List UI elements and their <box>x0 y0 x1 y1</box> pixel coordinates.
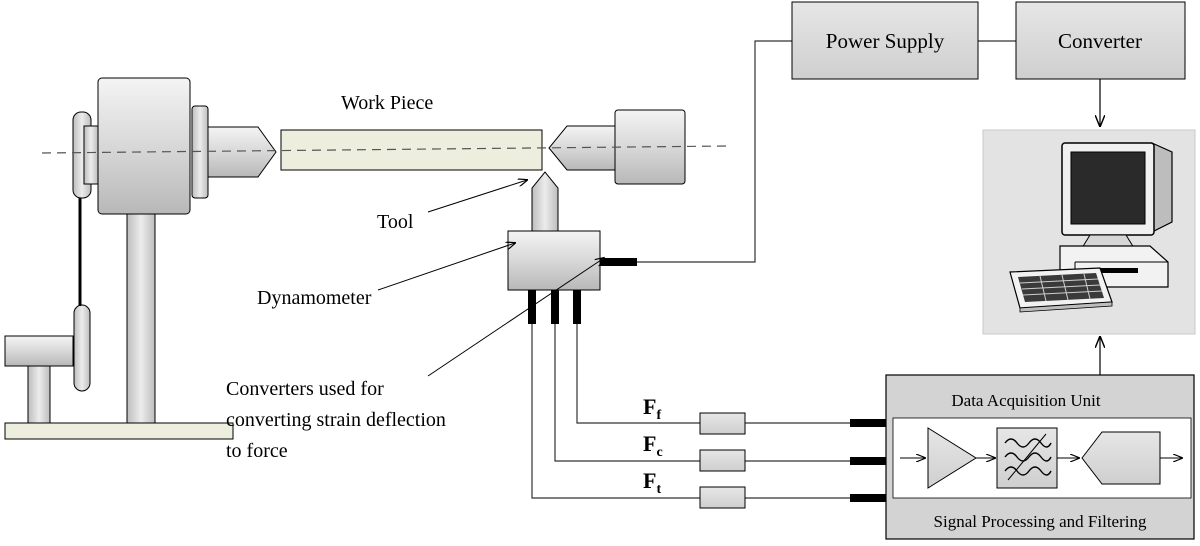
headstock-centre <box>207 126 277 178</box>
wire-power <box>637 40 792 263</box>
amp-ff <box>699 412 746 435</box>
converter-label: Converter <box>1058 29 1142 53</box>
dynamometer-pointer <box>377 243 515 291</box>
spindle-axis <box>41 145 729 154</box>
motor-stand <box>27 364 51 424</box>
tool-pointer <box>427 180 527 213</box>
converters-label-line1: Converters used for <box>226 378 384 400</box>
dyn-output-plug <box>600 258 637 266</box>
power-supply-box <box>791 1 979 80</box>
converters-pointer <box>427 258 604 377</box>
wire-fc <box>554 324 700 462</box>
computer <box>982 129 1196 335</box>
filter-icon <box>996 427 1058 489</box>
force-ff-label: Ff <box>643 394 661 423</box>
cutting-tool <box>531 171 559 233</box>
converters-label-line2: converting strain deflection <box>226 409 446 431</box>
power-supply-label: Power Supply <box>826 29 945 53</box>
daq-title: Data Acquisition Unit <box>951 391 1100 410</box>
work-piece-group: Work Piece <box>280 92 543 171</box>
motor-block <box>4 335 74 367</box>
dynamometer-label: Dynamometer <box>257 287 372 309</box>
daq-plug-ff <box>850 419 886 427</box>
amp-fc <box>699 449 746 472</box>
signal-wires <box>531 40 1016 499</box>
headstock-column <box>126 211 156 424</box>
keyboard-keys-grid <box>1019 273 1103 302</box>
work-piece-label: Work Piece <box>341 92 433 114</box>
dynamometer-block <box>507 230 601 291</box>
amplifier-icon <box>927 427 977 489</box>
drive-slot <box>1100 268 1138 273</box>
force-fc-label: Fc <box>643 431 663 460</box>
tool-label: Tool <box>377 211 414 233</box>
lathe-base <box>4 422 234 440</box>
converters-label-line3: to force <box>226 440 288 462</box>
signal-processing-label: Signal Processing and Filtering <box>934 512 1147 531</box>
daq-plug-ft <box>850 494 886 502</box>
filter-waves-icon <box>1004 438 1052 476</box>
converter-box <box>1015 1 1186 80</box>
keyboard-front <box>1019 301 1113 313</box>
monitor-screen <box>1070 151 1146 225</box>
dyn-plug-2 <box>551 290 559 324</box>
wire-ff <box>576 324 700 424</box>
dyn-plug-1 <box>528 290 536 324</box>
amp-ft <box>699 486 746 509</box>
wire-ft <box>531 324 700 499</box>
upper-pulley-hub <box>83 125 99 185</box>
dyn-plug-3 <box>573 290 581 324</box>
monitor-side <box>1151 142 1173 233</box>
filter-slash <box>1007 433 1047 481</box>
headstock <box>97 77 191 215</box>
data-acquisition-unit: Data Acquisition Unit Signal Processing … <box>885 374 1195 540</box>
tool-dynamometer <box>507 171 637 324</box>
force-ft-label: Ft <box>643 468 661 497</box>
work-piece <box>280 129 543 171</box>
daq-plug-fc <box>850 457 886 465</box>
lathe <box>4 77 277 440</box>
lower-pulley <box>73 304 91 392</box>
